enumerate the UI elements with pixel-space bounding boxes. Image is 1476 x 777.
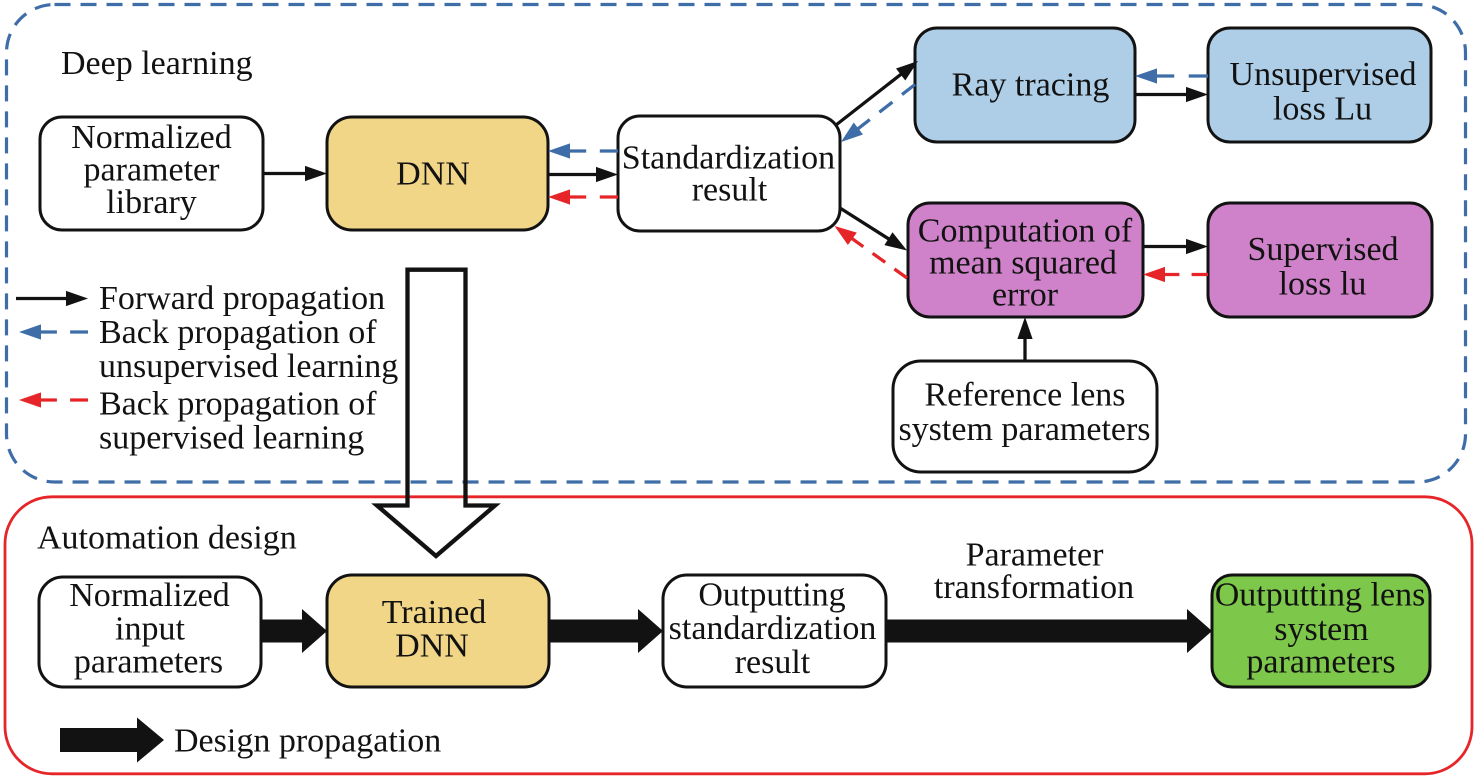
svg-text:input: input [115,611,185,648]
svg-text:result: result [735,644,811,681]
svg-text:Outputting lens: Outputting lens [1215,576,1426,613]
svg-text:library: library [106,184,197,221]
svg-text:parameters: parameters [1246,643,1395,680]
svg-text:Ray tracing: Ray tracing [952,67,1110,104]
svg-text:Trained: Trained [382,594,487,631]
svg-text:parameter: parameter [84,152,221,189]
svg-text:Computation of: Computation of [918,213,1133,250]
svg-text:Parameter: Parameter [966,537,1104,574]
svg-text:error: error [992,277,1059,314]
svg-text:Outputting: Outputting [698,577,845,614]
svg-text:standardization: standardization [669,610,877,647]
svg-text:Reference lens: Reference lens [924,377,1125,414]
svg-text:transformation: transformation [934,569,1134,606]
svg-text:Deep learning: Deep learning [61,45,253,82]
svg-text:DNN: DNN [395,628,469,665]
svg-text:Back propagation of: Back propagation of [99,314,377,351]
svg-text:loss lu: loss lu [1279,265,1367,302]
svg-text:Normalized: Normalized [71,119,232,156]
svg-text:DNN: DNN [396,156,470,193]
svg-text:Forward propagation: Forward propagation [99,280,385,317]
svg-text:Supervised: Supervised [1247,231,1398,268]
svg-text:supervised learning: supervised learning [99,420,364,457]
svg-text:Standardization: Standardization [622,140,835,177]
svg-text:Back propagation of: Back propagation of [99,386,377,423]
svg-text:Automation design: Automation design [37,520,297,557]
svg-text:unsupervised learning: unsupervised learning [99,348,398,385]
svg-text:parameters: parameters [74,644,223,681]
svg-text:system: system [1274,611,1368,648]
svg-text:Unsupervised: Unsupervised [1230,56,1417,93]
svg-text:Design propagation: Design propagation [174,722,441,759]
svg-text:system parameters: system parameters [898,411,1150,448]
svg-text:result: result [692,172,768,209]
svg-text:loss Lu: loss Lu [1273,91,1372,128]
svg-text:Normalized: Normalized [69,577,230,614]
svg-text:mean squared: mean squared [929,245,1117,282]
